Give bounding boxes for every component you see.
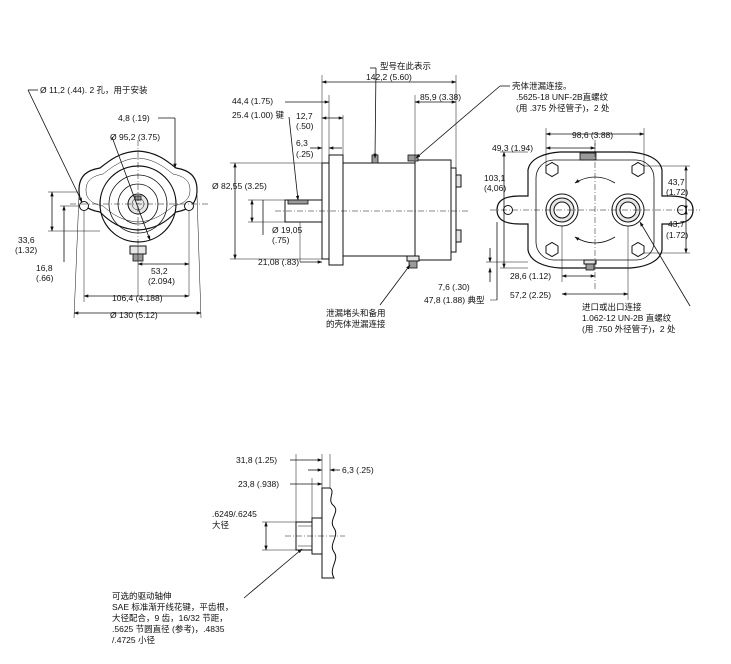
- label-dim-49-3: 49,3 (1.94): [492, 143, 533, 153]
- label-case-drain-3: (用 .375 外径管子)，2 处: [516, 103, 610, 113]
- label-dim-12-7: 12,7: [296, 111, 313, 121]
- label-dim-6-3: 6,3: [296, 138, 308, 148]
- label-port-2: 1.062-12 UN-2B 直螺纹: [582, 313, 672, 323]
- mount-hole-right: [184, 201, 194, 211]
- spline-detail: [243, 454, 345, 599]
- label-mount-hole: Ø 11,2 (.44). 2 孔，用于安装: [40, 85, 148, 95]
- label-dim-16-8-inch: (.66): [36, 273, 54, 283]
- label-dim-98-6: 98,6 (3.88): [572, 130, 613, 140]
- label-major-dia-2: 大径: [212, 520, 230, 530]
- label-dim-12-7-inch: (.50): [296, 121, 314, 131]
- label-dim-19-05: Ø 19,05: [272, 225, 303, 235]
- label-dim-130: Ø 130 (5.12): [110, 310, 158, 320]
- label-dim-103-1-inch: (4,06): [484, 183, 506, 193]
- label-dim-7-6: 7,6 (.30): [438, 282, 470, 292]
- label-drain-plug: 泄漏堵头和备用: [326, 308, 386, 318]
- label-key: 25.4 (1.00) 键: [232, 110, 284, 120]
- label-spline-4: .5625 节圆直径 (参考)，.4835: [112, 624, 225, 634]
- label-dim-23-8: 23,8 (.938): [238, 479, 279, 489]
- label-dim-53-2-inch: (2.094): [148, 276, 175, 286]
- label-dim-6-3-inch: (.25): [296, 149, 314, 159]
- label-dim-16-8: 16,8: [36, 263, 53, 273]
- label-dim-47-8: 47,8 (1.88) 典型: [424, 295, 485, 305]
- label-dim-33-6-inch: (1.32): [15, 245, 37, 255]
- front-view: [27, 89, 210, 319]
- label-dim-31-8: 31,8 (1.25): [236, 455, 277, 465]
- label-dim-4-8: 4,8 (.19): [118, 113, 150, 123]
- label-dim-19-05-inch: (.75): [272, 235, 290, 245]
- label-major-dia: .6249/.6245: [212, 509, 257, 519]
- label-drain-plug-2: 的壳体泄漏连接: [326, 319, 386, 329]
- label-dim-28-6: 28,6 (1.12): [510, 271, 551, 281]
- label-case-drain-2: .5625-18 UNF-2B直螺纹: [516, 92, 609, 102]
- mount-hole-left: [79, 201, 89, 211]
- label-dim-43-7-bottom: 43,7: [668, 219, 685, 229]
- label-port-1: 进口或出口连接: [582, 302, 642, 312]
- dimension-labels: Ø 11,2 (.44). 2 孔，用于安装 4,8 (.19) Ø 95,2 …: [15, 61, 688, 645]
- label-dim-6-3-spline: 6,3 (.25): [342, 465, 374, 475]
- label-spline-3: 大径配合，9 齿，16/32 节距，: [112, 613, 228, 623]
- label-pilot-dia: Ø 95,2 (3.75): [110, 132, 160, 142]
- side-view: [230, 67, 510, 306]
- label-dim-103-1: 103,1: [484, 173, 506, 183]
- label-dim-44-4: 44,4 (1.75): [232, 96, 273, 106]
- label-dim-85-9: 85,9 (3.38): [420, 92, 461, 102]
- label-dim-57-2: 57,2 (2.25): [510, 290, 551, 300]
- label-dim-53-2: 53,2: [151, 266, 168, 276]
- label-spline-2: SAE 标准渐开线花键，平齿根，: [112, 602, 233, 612]
- label-spline-1: 可选的驱动轴伸: [112, 591, 172, 601]
- rear-view: [486, 128, 700, 307]
- label-dim-43-7-top: 43,7: [668, 177, 685, 187]
- label-spline-5: /.4725 小径: [112, 635, 155, 645]
- label-dim-21-08: 21,08 (.83): [258, 257, 299, 267]
- label-dim-43-7-bottom-inch: (1.72): [666, 230, 688, 240]
- label-case-drain-1: 壳体泄漏连接。: [512, 81, 572, 91]
- label-dim-142-2: 142,2 (5.60): [366, 72, 412, 82]
- label-dim-43-7-top-inch: (1.72): [666, 187, 688, 197]
- label-dim-82-55: Ø 82,55 (3.25): [212, 181, 267, 191]
- label-dim-106-4: 106,4 (4.188): [112, 293, 163, 303]
- label-model-here: 型号在此表示: [380, 61, 431, 71]
- label-dim-33-6: 33,6: [18, 235, 35, 245]
- label-port-3: (用 .750 外径管子)，2 处: [582, 324, 676, 334]
